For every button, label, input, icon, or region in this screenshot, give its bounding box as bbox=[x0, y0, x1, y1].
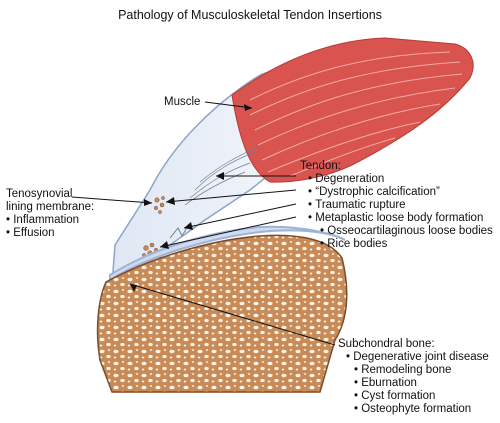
subchondral-heading: Subchondral bone: bbox=[338, 338, 435, 350]
subchondral-subitem-eburnation: Eburnation bbox=[338, 377, 489, 390]
tendon-item-loose-body: Metaplastic loose body formation bbox=[300, 212, 493, 225]
tenosynovial-item-inflammation: Inflammation bbox=[6, 214, 94, 227]
tenosynovial-line2: lining membrane: bbox=[6, 201, 95, 213]
tenosynovial-item-effusion: Effusion bbox=[6, 227, 94, 240]
tendon-subitem-osseocartilaginous: Osseocartilaginous loose bodies bbox=[300, 225, 493, 238]
diagram-title: Pathology of Musculoskeletal Tendon Inse… bbox=[118, 8, 382, 22]
tendon-label-block: Tendon: Degeneration “Dystrophic calcifi… bbox=[300, 160, 493, 251]
tenosynovial-line1: Tenosynovial bbox=[6, 188, 73, 200]
tendon-item-rupture: Traumatic rupture bbox=[300, 199, 493, 212]
subchondral-subitem-osteophyte: Osteophyte formation bbox=[338, 403, 489, 416]
arrowheads bbox=[130, 104, 252, 292]
tendon-item-degeneration: Degeneration bbox=[300, 173, 493, 186]
tenosynovial-label-block: Tenosynovial lining membrane: Inflammati… bbox=[6, 188, 94, 240]
subchondral-subitem-remodeling: Remodeling bone bbox=[338, 364, 489, 377]
muscle-belly bbox=[231, 37, 474, 183]
rupture-notch bbox=[169, 225, 189, 239]
tendon-subitem-rice-bodies: Rice bodies bbox=[300, 238, 493, 251]
calcification-deposits bbox=[153, 196, 165, 214]
subchondral-label-block: Subchondral bone: Degenerative joint dis… bbox=[338, 338, 489, 416]
tendon-item-calcification: “Dystrophic calcification” bbox=[300, 186, 493, 199]
subchondral-bone bbox=[96, 234, 348, 393]
muscle-label: Muscle bbox=[164, 96, 201, 108]
subchondral-item-degenerative: Degenerative joint disease bbox=[338, 351, 489, 364]
subchondral-subitem-cyst: Cyst formation bbox=[338, 390, 489, 403]
leader-lines bbox=[71, 101, 336, 346]
tendon-heading: Tendon: bbox=[300, 160, 341, 172]
muscle-fibers bbox=[249, 51, 463, 177]
